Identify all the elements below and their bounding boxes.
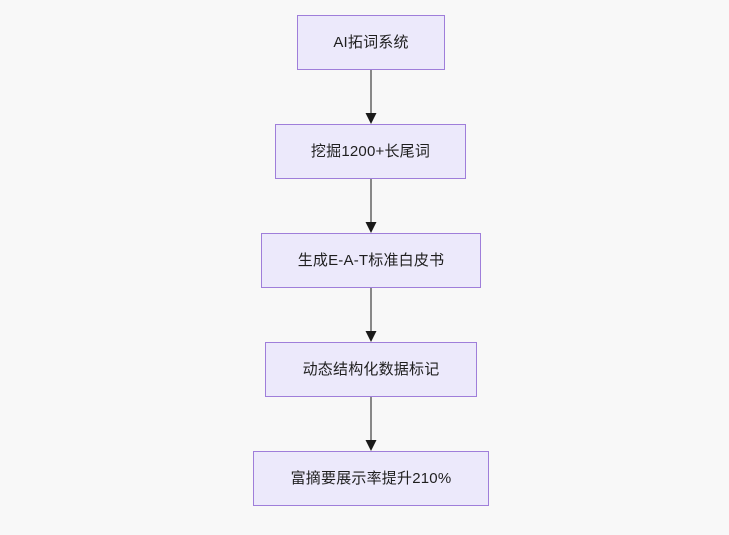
flow-node-rich-snippet-impression-uplift[interactable]: 富摘要展示率提升210% bbox=[253, 451, 489, 506]
flow-node-label: 动态结构化数据标记 bbox=[302, 360, 440, 378]
flow-node-mine-longtail-keywords[interactable]: 挖掘1200+长尾词 bbox=[275, 124, 466, 179]
flow-edge-1 bbox=[343, 70, 399, 124]
flow-edge-3 bbox=[343, 288, 399, 342]
flow-node-generate-eat-whitepaper[interactable]: 生成E-A-T标准白皮书 bbox=[261, 233, 481, 288]
flow-node-dynamic-structured-data-markup[interactable]: 动态结构化数据标记 bbox=[265, 342, 477, 397]
flow-node-label: 挖掘1200+长尾词 bbox=[310, 142, 431, 160]
flow-edge-2 bbox=[343, 179, 399, 233]
flow-node-ai-keyword-system[interactable]: AI拓词系统 bbox=[297, 15, 445, 70]
flow-node-label: AI拓词系统 bbox=[333, 33, 409, 51]
flow-node-label: 富摘要展示率提升210% bbox=[290, 469, 452, 487]
flow-node-label: 生成E-A-T标准白皮书 bbox=[297, 251, 445, 269]
flow-edge-4 bbox=[343, 397, 399, 451]
